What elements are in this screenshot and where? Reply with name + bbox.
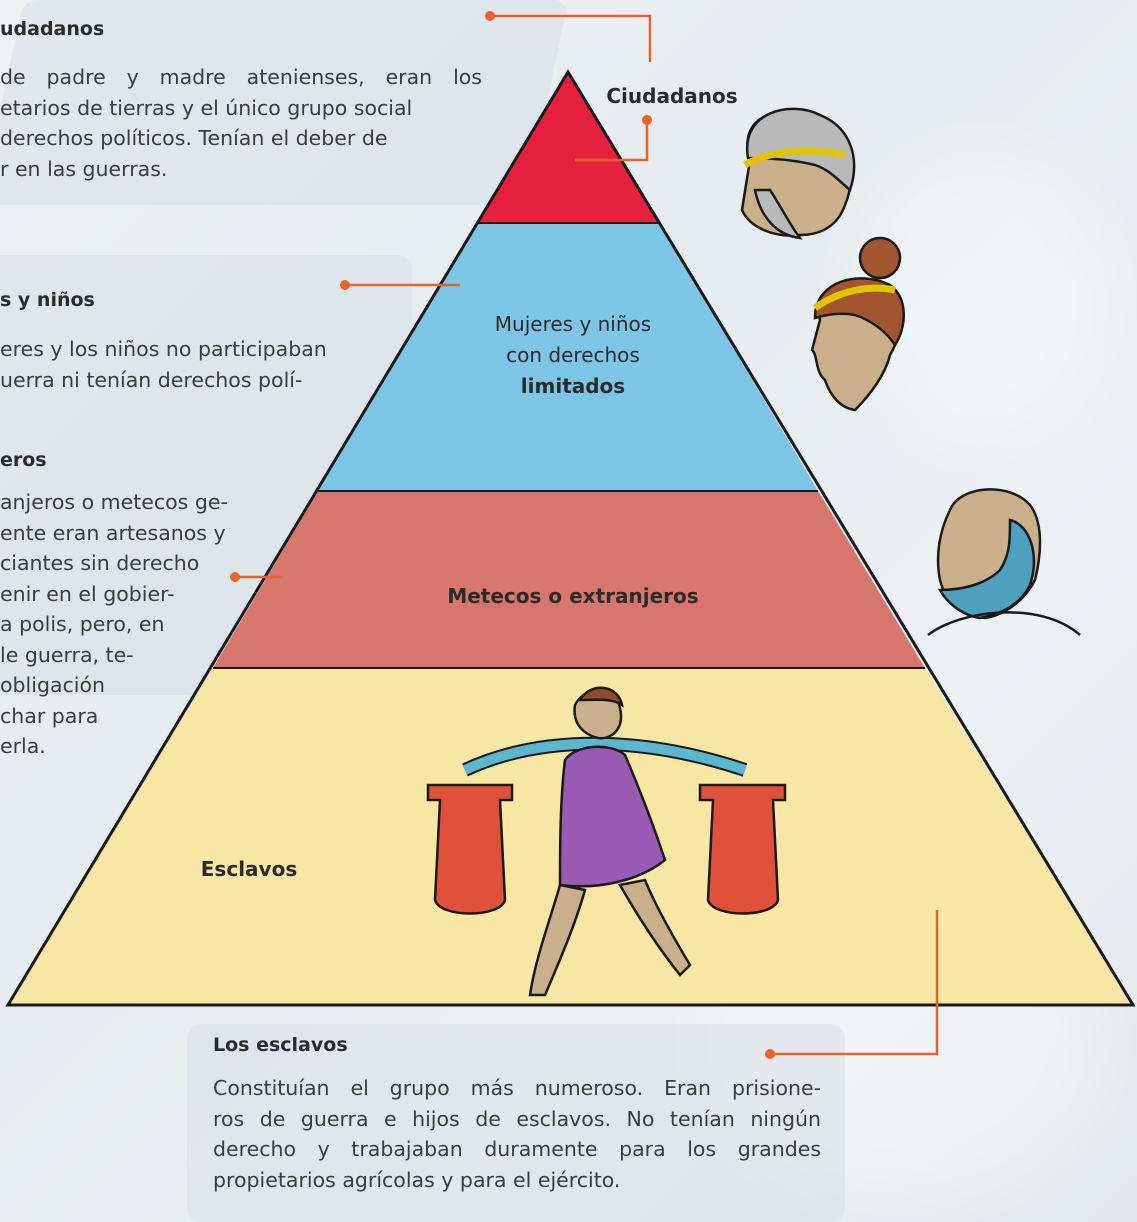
esclavos-line: derecho y trabajaban duramente para los … (213, 1137, 821, 1161)
citizen-head-illustration (740, 107, 856, 240)
esclavos-panel (187, 1024, 845, 1222)
esclavos-description: Constituían el grupo más numeroso. Eran … (213, 1073, 821, 1195)
extranjeros-line: ente eran artesanos y (0, 520, 226, 545)
esclavos-line: Constituían el grupo más numeroso. Eran … (213, 1076, 821, 1100)
extranjeros-line: ciantes sin derecho (0, 551, 200, 575)
woman-head-illustration (810, 236, 905, 412)
extranjeros-heading: eros (0, 449, 47, 471)
connector-ciudadanos-level (575, 120, 649, 162)
extranjeros-line: erla. (0, 734, 46, 758)
connector-dot (485, 11, 495, 21)
extranjeros-line: obligación (0, 673, 106, 697)
mujeres-line: uerra ni tenían derechos polí- (0, 367, 303, 392)
extranjeros-description: anjeros o metecos ge- ente eran artesano… (0, 487, 280, 762)
esclavos-heading: Los esclavos (213, 1034, 348, 1056)
label-ciudadanos: Ciudadanos (606, 84, 737, 108)
label-mujeres-line2: con derechos (506, 343, 640, 367)
slave-carrying-buckets-illustration (426, 686, 787, 997)
connector-lines (235, 14, 939, 1056)
connector-dot (230, 572, 240, 582)
foreigner-head-illustration (927, 488, 1081, 636)
label-mujeres-line1: Mujeres y niños (495, 312, 651, 336)
ciudadanos-line: derechos políticos. Tenían el deber de (0, 126, 388, 150)
ciudadanos-heading: udadanos (0, 18, 105, 40)
connector-dot (765, 1049, 775, 1059)
label-mujeres-line3: limitados (521, 374, 625, 398)
connector-dot (340, 280, 350, 290)
pyramid-outline (5, 69, 1136, 1007)
extranjeros-line: enir en el gobier- (0, 581, 175, 606)
esclavos-line: propietarios agrícolas y para el ejércit… (213, 1167, 621, 1192)
mujeres-heading: s y niños (0, 289, 95, 311)
pyramid-level-ciudadanos (476, 72, 660, 223)
ciudadanos-line: etarios de tierras y el único grupo soci… (0, 95, 413, 120)
label-metecos: Metecos o extranjeros (447, 584, 698, 608)
label-esclavos: Esclavos (201, 857, 297, 881)
mujeres-description: eres y los niños no participaban uerra n… (0, 334, 365, 395)
connector-ciudadanos-top (490, 14, 652, 62)
extranjeros-line: le guerra, te- (0, 642, 134, 667)
pyramid-level-metecos (213, 491, 925, 668)
connector-esclavos (770, 910, 939, 1056)
extranjeros-line: a polis, pero, en (0, 612, 165, 636)
ciudadanos-description: de padre y madre atenienses, eran los et… (0, 62, 482, 184)
pyramid-level-mujeres (318, 223, 818, 491)
extranjeros-line: anjeros o metecos ge- (0, 490, 228, 514)
connector-dot (642, 115, 652, 125)
ciudadanos-line: de padre y madre atenienses, eran los (0, 65, 482, 89)
mujeres-line: eres y los niños no participaban (0, 337, 327, 361)
ciudadanos-line: r en las guerras. (0, 156, 168, 181)
extranjeros-line: char para (0, 703, 99, 728)
esclavos-line: ros de guerra e hijos de esclavos. No te… (213, 1106, 821, 1131)
